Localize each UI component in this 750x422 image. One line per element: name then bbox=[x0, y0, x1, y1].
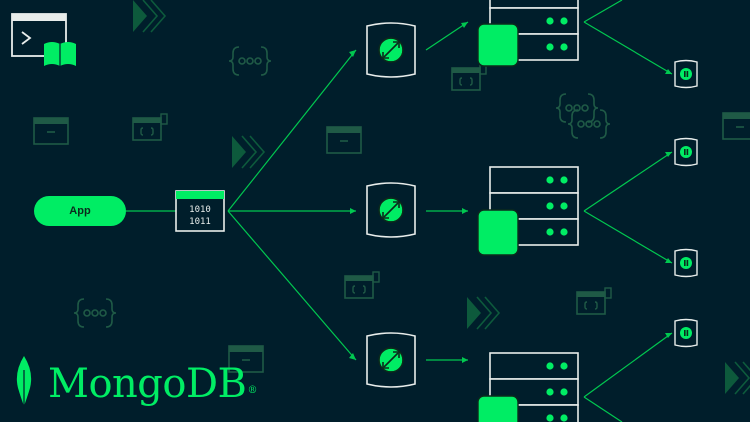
leaf-node-icon bbox=[674, 318, 698, 348]
window-icon bbox=[326, 126, 362, 154]
app-node bbox=[34, 196, 126, 226]
fast-forward-icon bbox=[466, 296, 500, 330]
braces-icon bbox=[228, 46, 272, 76]
server-middle bbox=[477, 166, 579, 256]
braces-icon bbox=[73, 298, 117, 328]
brand-registered-mark: ® bbox=[247, 385, 257, 396]
window-icon bbox=[344, 271, 380, 299]
server-top bbox=[477, 0, 579, 67]
server-bottom bbox=[477, 352, 579, 422]
connection-lines bbox=[126, 0, 673, 422]
window-icon bbox=[132, 113, 168, 141]
binary-row-1: 1010 bbox=[189, 205, 211, 215]
app-label: App bbox=[69, 205, 91, 217]
window-icon bbox=[451, 63, 487, 91]
router-icon bbox=[366, 182, 416, 238]
window-icon bbox=[722, 112, 750, 140]
braces-icon bbox=[555, 93, 599, 123]
binary-block: 1010 1011 bbox=[175, 190, 225, 232]
fast-forward-icon bbox=[724, 361, 750, 395]
leaf-logo-icon bbox=[16, 356, 32, 410]
arrowheads bbox=[349, 22, 672, 363]
brand-name: MongoDB bbox=[48, 361, 247, 407]
terminal-book-icon bbox=[11, 13, 76, 66]
leaf-node-icon bbox=[674, 248, 698, 278]
router-icon bbox=[366, 22, 416, 78]
leaf-node-icon bbox=[674, 137, 698, 167]
router-icon bbox=[366, 332, 416, 388]
fast-forward-icon bbox=[231, 135, 265, 169]
braces-icon bbox=[567, 109, 611, 139]
binary-row-2: 1011 bbox=[189, 217, 211, 227]
window-icon bbox=[576, 287, 612, 315]
fast-forward-icon bbox=[132, 0, 166, 33]
window-icon bbox=[33, 117, 69, 145]
leaf-node-icon bbox=[674, 59, 698, 89]
brand-wordmark: MongoDB® bbox=[48, 364, 257, 404]
